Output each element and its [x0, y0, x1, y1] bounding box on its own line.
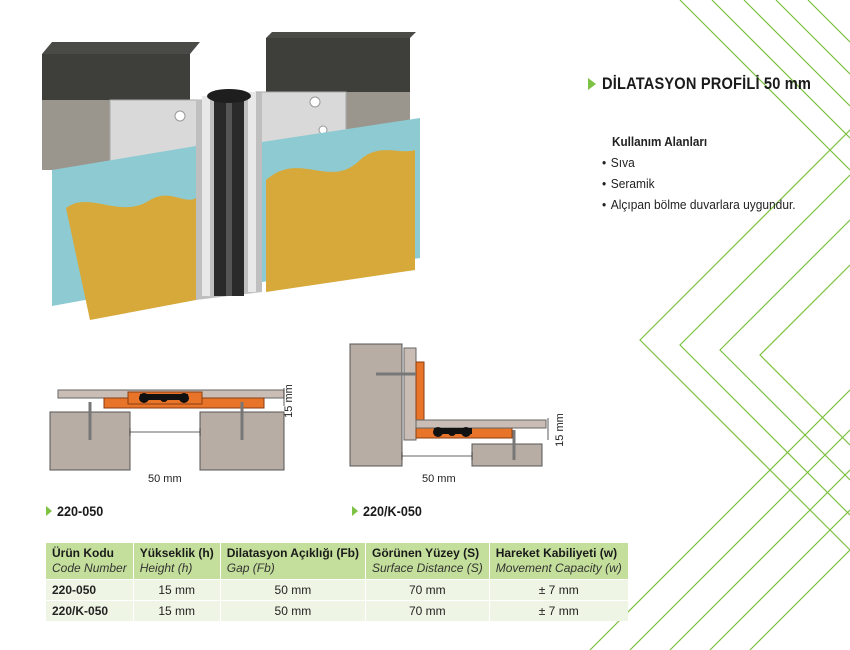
floor-height-dimension: 15 mm — [282, 384, 295, 418]
corner-code-block: 220/K-050 — [352, 503, 428, 519]
floor-gap-dimension: 50 mm — [148, 473, 182, 485]
product-title-block: DİLATASYON PROFİLİ 50 mm — [588, 74, 845, 94]
floor-code-block: 220-050 — [46, 503, 108, 519]
usage-list: Sıva Seramik Alçıpan bölme duvarlara uyg… — [602, 152, 812, 215]
table-row: 220/K-050 15 mm 50 mm 70 mm ± 7 mm — [46, 600, 628, 621]
corner-height-dimension: 15 mm — [553, 413, 566, 447]
corner-product-code: 220/K-050 — [363, 503, 422, 519]
table-cell: ± 7 mm — [489, 600, 628, 621]
header-surface-distance: Görünen Yüzey (S)Surface Distance (S) — [365, 543, 490, 580]
table-row: 220-050 15 mm 50 mm 70 mm ± 7 mm — [46, 579, 628, 601]
green-triangle-bullet-icon — [588, 78, 596, 90]
green-triangle-bullet-icon — [46, 506, 52, 516]
table-cell: 15 mm — [133, 600, 221, 621]
table-cell: 50 mm — [220, 579, 366, 601]
usage-item: Alçıpan bölme duvarlara uygundur. — [602, 194, 796, 215]
table-cell: 50 mm — [220, 600, 366, 621]
usage-item: Sıva — [602, 152, 796, 173]
product-title: DİLATASYON PROFİLİ 50 mm — [602, 74, 812, 93]
usage-item: Seramik — [602, 173, 796, 194]
green-triangle-bullet-icon — [352, 506, 358, 516]
table-cell: 15 mm — [133, 579, 221, 601]
table-cell: ± 7 mm — [489, 579, 628, 601]
table-cell: 220-050 — [46, 579, 134, 601]
header-height: Yükseklik (h)Height (h) — [133, 543, 221, 580]
wall-joint-render-illustration — [42, 32, 420, 320]
header-movement-capacity: Hareket Kabiliyeti (w)Movement Capacity … — [489, 543, 628, 580]
table-cell: 70 mm — [365, 600, 490, 621]
header-gap: Dilatasyon Açıklığı (Fb)Gap (Fb) — [220, 543, 366, 580]
floor-joint-cross-section — [49, 388, 285, 471]
usage-heading: Kullanım Alanları — [612, 134, 708, 149]
table-cell: 220/K-050 — [46, 600, 134, 621]
floor-product-code: 220-050 — [57, 503, 104, 519]
table-cell: 70 mm — [365, 579, 490, 601]
corner-gap-dimension: 50 mm — [422, 473, 456, 485]
corner-joint-cross-section — [349, 343, 549, 467]
